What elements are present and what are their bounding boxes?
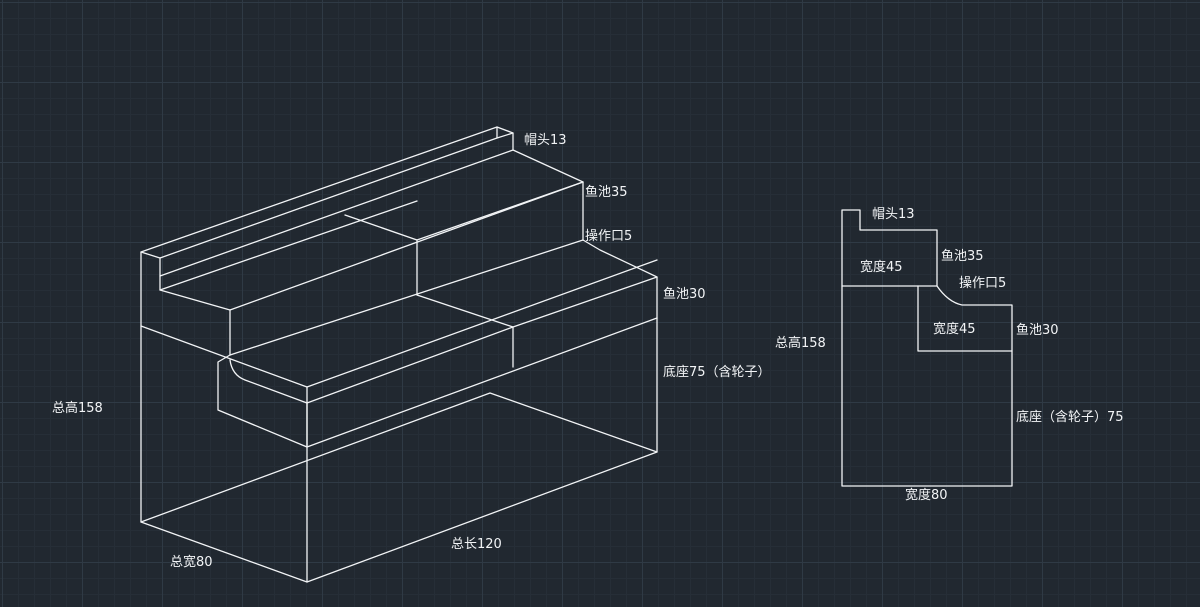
section-view [841, 209, 1013, 487]
total-width-label: 总宽80 [170, 555, 213, 570]
section-width-lower-label: 宽度45 [933, 322, 976, 337]
section-pool-lower-label: 鱼池30 [1016, 323, 1059, 338]
isometric-view [140, 126, 658, 583]
pool-upper-label: 鱼池35 [585, 185, 628, 200]
cap-label: 帽头13 [524, 133, 567, 148]
section-operation-port-label: 操作口5 [959, 276, 1007, 291]
section-width-upper-label: 宽度45 [860, 260, 903, 275]
section-width-total-label: 宽度80 [905, 488, 948, 503]
section-cap-label: 帽头13 [872, 207, 915, 222]
section-base-label: 底座（含轮子）75 [1016, 410, 1124, 425]
section-pool-upper-label: 鱼池35 [941, 249, 984, 264]
total-length-label: 总长120 [451, 537, 502, 552]
operation-port-label: 操作口5 [585, 229, 633, 244]
section-total-height-label: 总高158 [775, 336, 826, 351]
pool-lower-label: 鱼池30 [663, 287, 706, 302]
total-height-label: 总高158 [52, 401, 103, 416]
base-label: 底座75（含轮子） [663, 365, 771, 380]
